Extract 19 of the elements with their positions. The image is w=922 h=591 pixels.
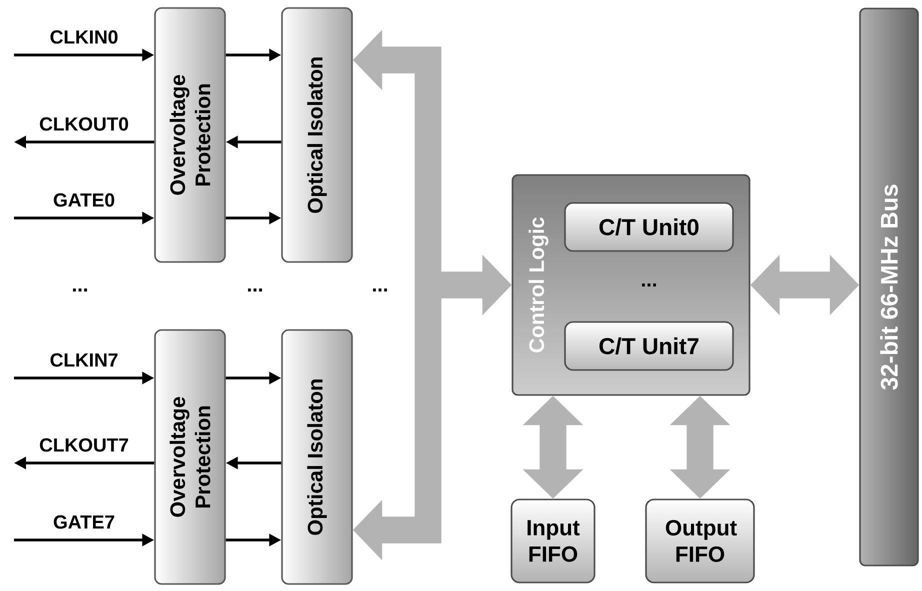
ellipsis: ...: [73, 288, 87, 292]
ellipsis: ...: [373, 288, 387, 292]
signal-label: CLKIN0: [50, 30, 118, 44]
signal-label: GATE0: [54, 193, 114, 207]
module-box: Overvoltage Protection: [154, 329, 226, 585]
unit-box: C/T Unit0: [564, 202, 734, 252]
unit-box: C/T Unit7: [564, 321, 734, 371]
module-box: Optical Isolaton: [281, 7, 353, 263]
bus-bar: 32-bit 66-MHz Bus: [859, 8, 919, 566]
ellipsis: ...: [642, 284, 656, 286]
signal-label: CLKIN7: [50, 353, 118, 367]
signal-label: GATE7: [54, 515, 114, 529]
module-box: Optical Isolaton: [281, 329, 353, 585]
signal-label: CLKOUT7: [40, 438, 128, 452]
ellipsis: ...: [248, 288, 262, 292]
module-box: Overvoltage Protection: [154, 7, 226, 263]
signal-label: CLKOUT0: [40, 117, 128, 131]
fifo-box: Input FIFO: [510, 498, 596, 584]
fifo-box: Output FIFO: [645, 498, 755, 584]
